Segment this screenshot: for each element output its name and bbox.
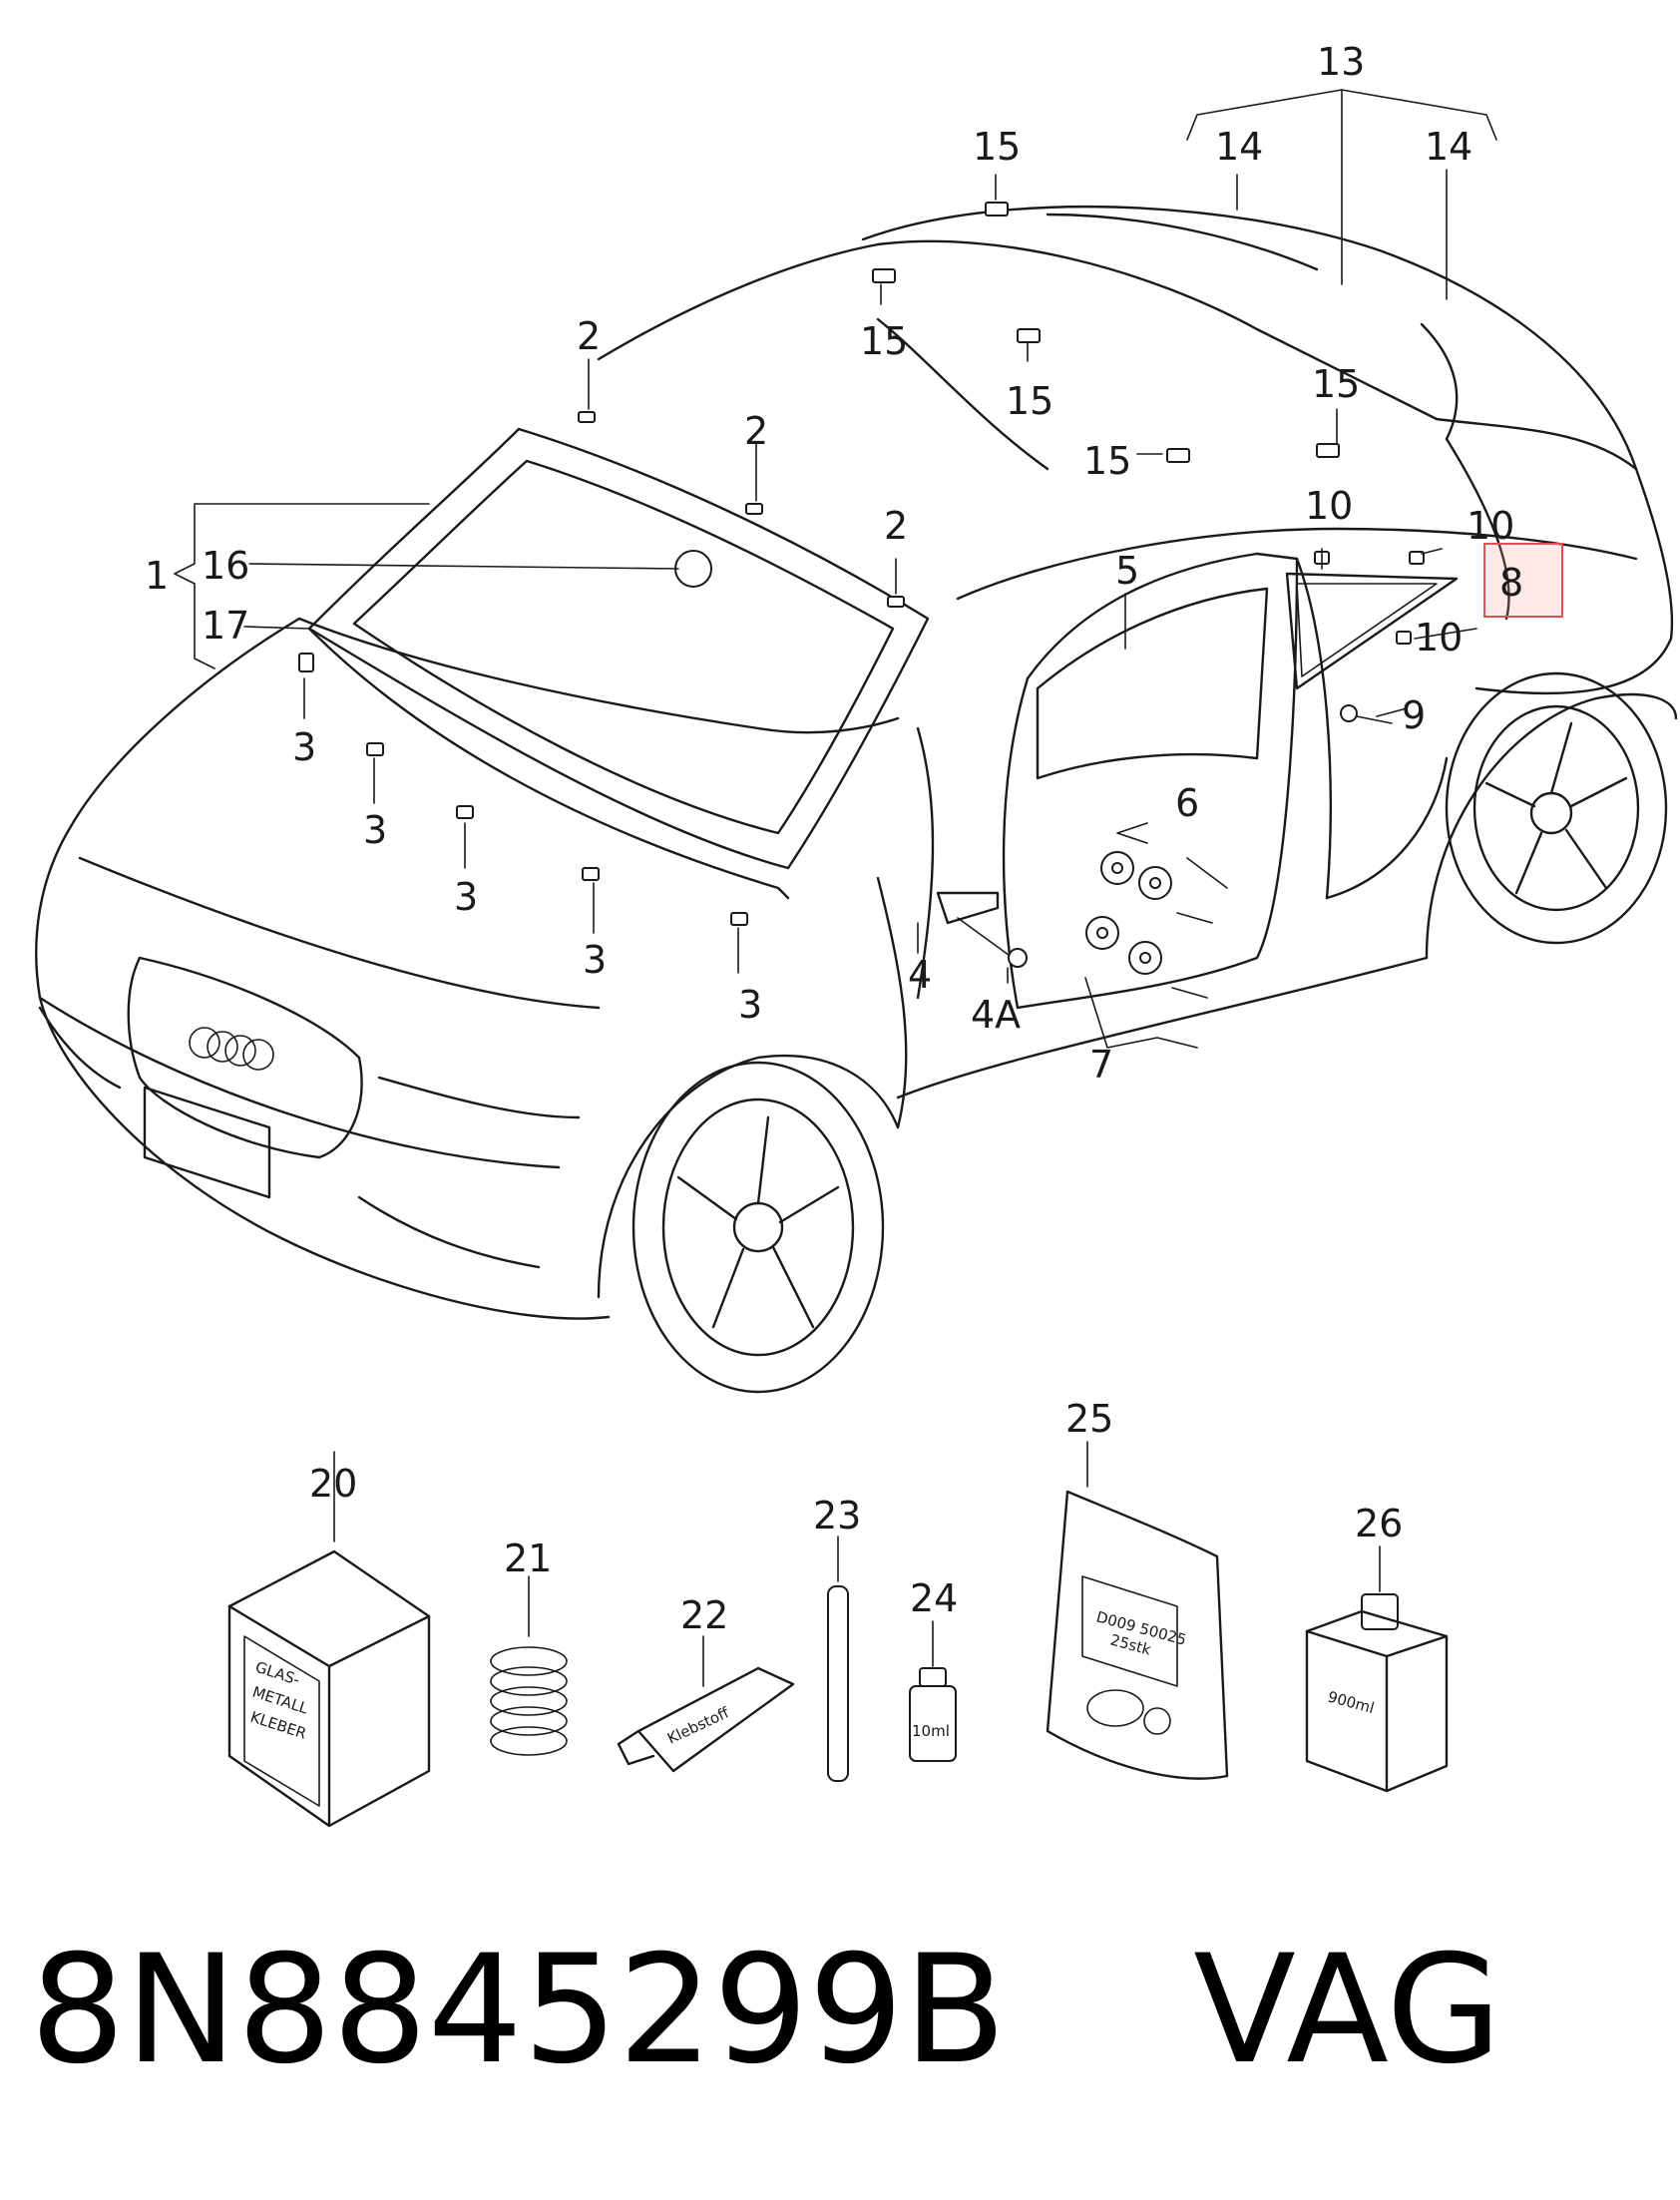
callout-13: 13 [1317, 40, 1365, 84]
callout-2: 2 [744, 409, 768, 453]
callout-5: 5 [1115, 549, 1139, 593]
callout-15: 15 [1083, 439, 1131, 483]
callout-4a: 4A [971, 993, 1021, 1037]
callout-26: 26 [1355, 1502, 1403, 1545]
callout-14: 14 [1215, 125, 1263, 169]
callout-10: 10 [1305, 484, 1353, 528]
brand-label: VAG [1193, 1924, 1502, 2097]
callout-4: 4 [908, 953, 932, 997]
applicator-rod: 23 [813, 1494, 861, 1782]
callout-15: 15 [1312, 362, 1360, 406]
callout-22: 22 [680, 1593, 728, 1637]
callout-24: 24 [910, 1576, 958, 1620]
tube-label: Klebstoff [664, 1703, 732, 1747]
callout-17: 17 [202, 604, 249, 648]
callout-8: 8 [1499, 561, 1523, 605]
callout-14: 14 [1425, 125, 1472, 169]
primer-bottle-small: 10ml 24 [909, 1576, 958, 1762]
callout-2: 2 [577, 314, 601, 358]
callout-3: 3 [363, 808, 387, 852]
callout-25: 25 [1065, 1397, 1113, 1441]
quarter-window-glass [1285, 572, 1459, 690]
callout-numbers: 1 2 2 2 3 3 3 3 3 4 4A 5 6 7 8 9 10 10 1… [145, 40, 1523, 1087]
retaining-clips [298, 202, 1425, 926]
part-number: 8N8845299B [30, 1924, 1007, 2097]
adhesive-tube: Klebstoff 22 [617, 1593, 795, 1773]
callout-16: 16 [202, 544, 249, 588]
callout-2: 2 [884, 504, 908, 548]
callout-10: 10 [1415, 616, 1463, 660]
rear-glass-seal-left [1046, 213, 1319, 271]
callout-15: 15 [1006, 379, 1053, 423]
callout-6: 6 [1175, 781, 1199, 825]
callout-3: 3 [583, 938, 607, 982]
rear-glass-seal-right [1420, 322, 1459, 441]
adhesive-box: GLAS- METALL KLEBER 20 [227, 1451, 431, 1828]
callout-9: 9 [1402, 693, 1426, 737]
callout-7: 7 [1089, 1043, 1113, 1087]
leader-lines [174, 89, 1497, 1049]
windshield-glass [307, 427, 930, 870]
footer: 8N8845299B VAG [30, 1911, 1666, 2110]
callout-3: 3 [454, 875, 478, 919]
bottle-small-label: 10ml [912, 1722, 950, 1740]
clip-bag: D009 50025 25stk 25 [1046, 1397, 1229, 1780]
rain-sensor [674, 550, 712, 588]
callout-20: 20 [309, 1462, 357, 1506]
coil-spring: 21 [490, 1537, 568, 1756]
quarter-window-bolt [1340, 704, 1393, 724]
windshield-trim-strip [307, 627, 790, 900]
mirror-mount-hardware [1085, 851, 1213, 999]
bottle-large-label: 900ml [1326, 1687, 1376, 1717]
callout-15: 15 [973, 125, 1021, 169]
callout-21: 21 [504, 1537, 552, 1580]
callout-15: 15 [860, 319, 908, 363]
mirror-bracket [936, 891, 1028, 968]
primer-bottle-large: 900ml 26 [1305, 1502, 1449, 1793]
callout-23: 23 [813, 1494, 861, 1538]
callout-8-highlight [1483, 543, 1563, 618]
callout-1: 1 [145, 554, 169, 598]
callout-10: 10 [1467, 504, 1514, 548]
car-body-outline [35, 205, 1678, 1394]
callout-3: 3 [292, 725, 316, 769]
callout-3: 3 [738, 983, 762, 1027]
